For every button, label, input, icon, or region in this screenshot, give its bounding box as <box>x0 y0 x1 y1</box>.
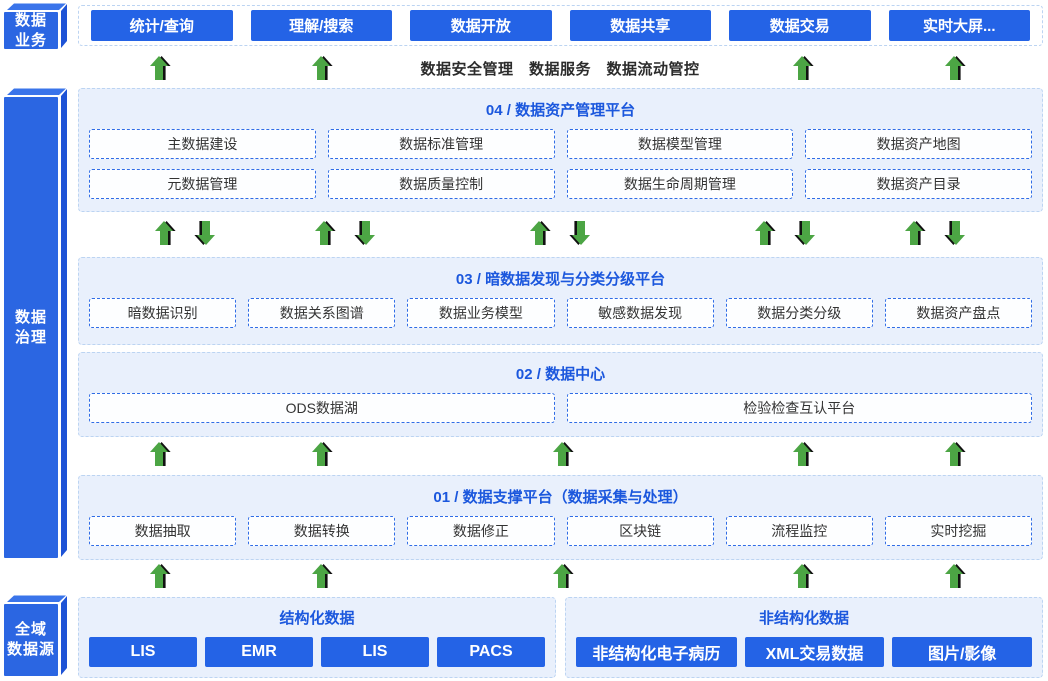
up-arrow-icon <box>312 442 333 466</box>
source-chip-unstructured-emr: 非结构化电子病历 <box>576 637 737 667</box>
flow-arrows-from-sources <box>78 564 1043 589</box>
diagram-node: ODS数据湖 <box>89 393 555 423</box>
business-chip-data-trade: 数据交易 <box>729 10 871 41</box>
up-arrow-icon <box>150 442 171 466</box>
side-label-data-governance: 数据 治理 <box>2 88 68 560</box>
diagram-node: 实时挖掘 <box>884 516 1032 546</box>
flow-arrows-to-data-center <box>78 442 1043 467</box>
side-label-data-business: 数据 业务 <box>2 3 68 51</box>
diagram-node: 数据资产地图 <box>805 129 1032 159</box>
slab-3d-shape <box>4 88 67 558</box>
panel-04-data-asset-management: 04 / 数据资产管理平台 主数据建设 数据标准管理 数据模型管理 数据资产地图… <box>78 88 1043 212</box>
panel-structured-data: 结构化数据 LIS EMR LIS PACS <box>78 597 556 678</box>
unstructured-data-title: 非结构化数据 <box>758 610 849 627</box>
up-arrow-icon <box>945 564 966 588</box>
diagram-node: 数据业务模型 <box>407 298 555 328</box>
diagram-node: 数据资产目录 <box>805 169 1032 199</box>
side-label-line: 数据 <box>14 308 47 326</box>
structured-data-title: 结构化数据 <box>279 610 355 627</box>
diagram-node: 主数据建设 <box>89 129 316 159</box>
panel-01-grid: 数据抽取 数据转换 数据修正 区块链 流程监控 实时挖掘 <box>79 507 1042 556</box>
up-arrow-icon <box>945 442 966 466</box>
up-arrow-icon <box>312 56 333 80</box>
business-chip-data-share: 数据共享 <box>569 10 711 41</box>
side-label-text: 全域 数据源 <box>4 604 58 676</box>
diagram-node: 数据质量控制 <box>327 169 555 199</box>
business-chip-data-open: 数据开放 <box>410 10 552 41</box>
side-label-line: 业务 <box>14 31 47 49</box>
business-chip-understand-search: 理解/搜索 <box>250 10 392 41</box>
panel-03-dark-data-discovery: 03 / 暗数据发现与分类分级平台 暗数据识别 数据关系图谱 数据业务模型 敏感… <box>78 257 1043 345</box>
side-label-line: 数据源 <box>6 641 55 658</box>
business-layer-row: 统计/查询 理解/搜索 数据开放 数据共享 数据交易 实时大屏... <box>78 5 1043 46</box>
source-chip-pacs: PACS <box>437 637 545 667</box>
source-chip-emr: EMR <box>205 637 313 667</box>
slab-3d-shape <box>4 3 67 49</box>
panel-title-03: 03 / 暗数据发现与分类分级平台 <box>455 271 666 288</box>
structured-data-chips: LIS EMR LIS PACS <box>79 628 555 667</box>
side-label-text: 数据 治理 <box>4 97 58 558</box>
diagram-node: 流程监控 <box>725 516 873 546</box>
unstructured-data-chips: 非结构化电子病历 XML交易数据 图片/影像 <box>566 628 1042 667</box>
up-arrow-icon <box>553 564 574 588</box>
diagram-node: 敏感数据发现 <box>566 298 714 328</box>
slab-3d-shape <box>4 595 67 676</box>
diagram-node: 元数据管理 <box>89 169 316 199</box>
diagram-node: 数据标准管理 <box>327 129 555 159</box>
up-arrow-icon <box>312 564 333 588</box>
panel-04-grid: 主数据建设 数据标准管理 数据模型管理 数据资产地图 元数据管理 数据质量控制 … <box>79 120 1042 209</box>
side-label-line: 治理 <box>14 328 47 346</box>
diagram-node: 检验检查互认平台 <box>566 393 1032 423</box>
up-arrow-icon <box>315 221 336 245</box>
down-arrow-icon <box>794 221 815 245</box>
panel-unstructured-data: 非结构化数据 非结构化电子病历 XML交易数据 图片/影像 <box>565 597 1043 678</box>
down-arrow-icon <box>354 221 375 245</box>
business-chip-stats-query: 统计/查询 <box>91 10 233 41</box>
side-label-text: 数据 业务 <box>4 12 58 49</box>
business-chip-realtime-screen: 实时大屏... <box>888 10 1030 41</box>
up-arrow-icon <box>793 442 814 466</box>
diagram-node: 数据生命周期管理 <box>566 169 794 199</box>
side-label-line: 数据 <box>14 11 47 29</box>
panel-02-data-center: 02 / 数据中心 ODS数据湖 检验检查互认平台 <box>78 352 1043 437</box>
panel-02-grid: ODS数据湖 检验检查互认平台 <box>79 384 1042 433</box>
up-arrow-icon <box>905 221 926 245</box>
up-arrow-icon <box>530 221 551 245</box>
side-label-line: 全域 <box>14 621 47 638</box>
panel-title-04: 04 / 数据资产管理平台 <box>485 102 636 119</box>
flow-arrows-bidirectional <box>78 221 1043 246</box>
flow-caption: 数据安全管理 数据服务 数据流动管控 <box>420 61 700 78</box>
down-arrow-icon <box>194 221 215 245</box>
up-arrow-icon <box>155 221 176 245</box>
panel-title-01: 01 / 数据支撑平台（数据采集与处理） <box>433 489 688 506</box>
diagram-node: 数据转换 <box>248 516 396 546</box>
diagram-node: 数据模型管理 <box>566 129 794 159</box>
flow-arrows-to-business: 数据安全管理 数据服务 数据流动管控 <box>78 56 1043 81</box>
source-chip-xml-trade-data: XML交易数据 <box>744 637 885 667</box>
panel-title-02: 02 / 数据中心 <box>515 366 606 383</box>
side-label-data-sources: 全域 数据源 <box>2 595 68 678</box>
panel-01-data-support-platform: 01 / 数据支撑平台（数据采集与处理） 数据抽取 数据转换 数据修正 区块链 … <box>78 475 1043 560</box>
up-arrow-icon <box>150 56 171 80</box>
down-arrow-icon <box>944 221 965 245</box>
up-arrow-icon <box>553 442 574 466</box>
panel-03-grid: 暗数据识别 数据关系图谱 数据业务模型 敏感数据发现 数据分类分级 数据资产盘点 <box>79 289 1042 338</box>
diagram-node: 数据修正 <box>407 516 555 546</box>
diagram-node: 数据关系图谱 <box>248 298 396 328</box>
source-chip-images: 图片/影像 <box>892 637 1033 667</box>
diagram-node: 暗数据识别 <box>89 298 237 328</box>
up-arrow-icon <box>755 221 776 245</box>
source-chip-lis-1: LIS <box>89 637 197 667</box>
up-arrow-icon <box>945 56 966 80</box>
up-arrow-icon <box>793 564 814 588</box>
down-arrow-icon <box>569 221 590 245</box>
source-chip-lis-2: LIS <box>321 637 429 667</box>
diagram-node: 数据资产盘点 <box>884 298 1032 328</box>
up-arrow-icon <box>793 56 814 80</box>
up-arrow-icon <box>150 564 171 588</box>
diagram-node: 区块链 <box>566 516 714 546</box>
diagram-node: 数据抽取 <box>89 516 237 546</box>
diagram-node: 数据分类分级 <box>725 298 873 328</box>
